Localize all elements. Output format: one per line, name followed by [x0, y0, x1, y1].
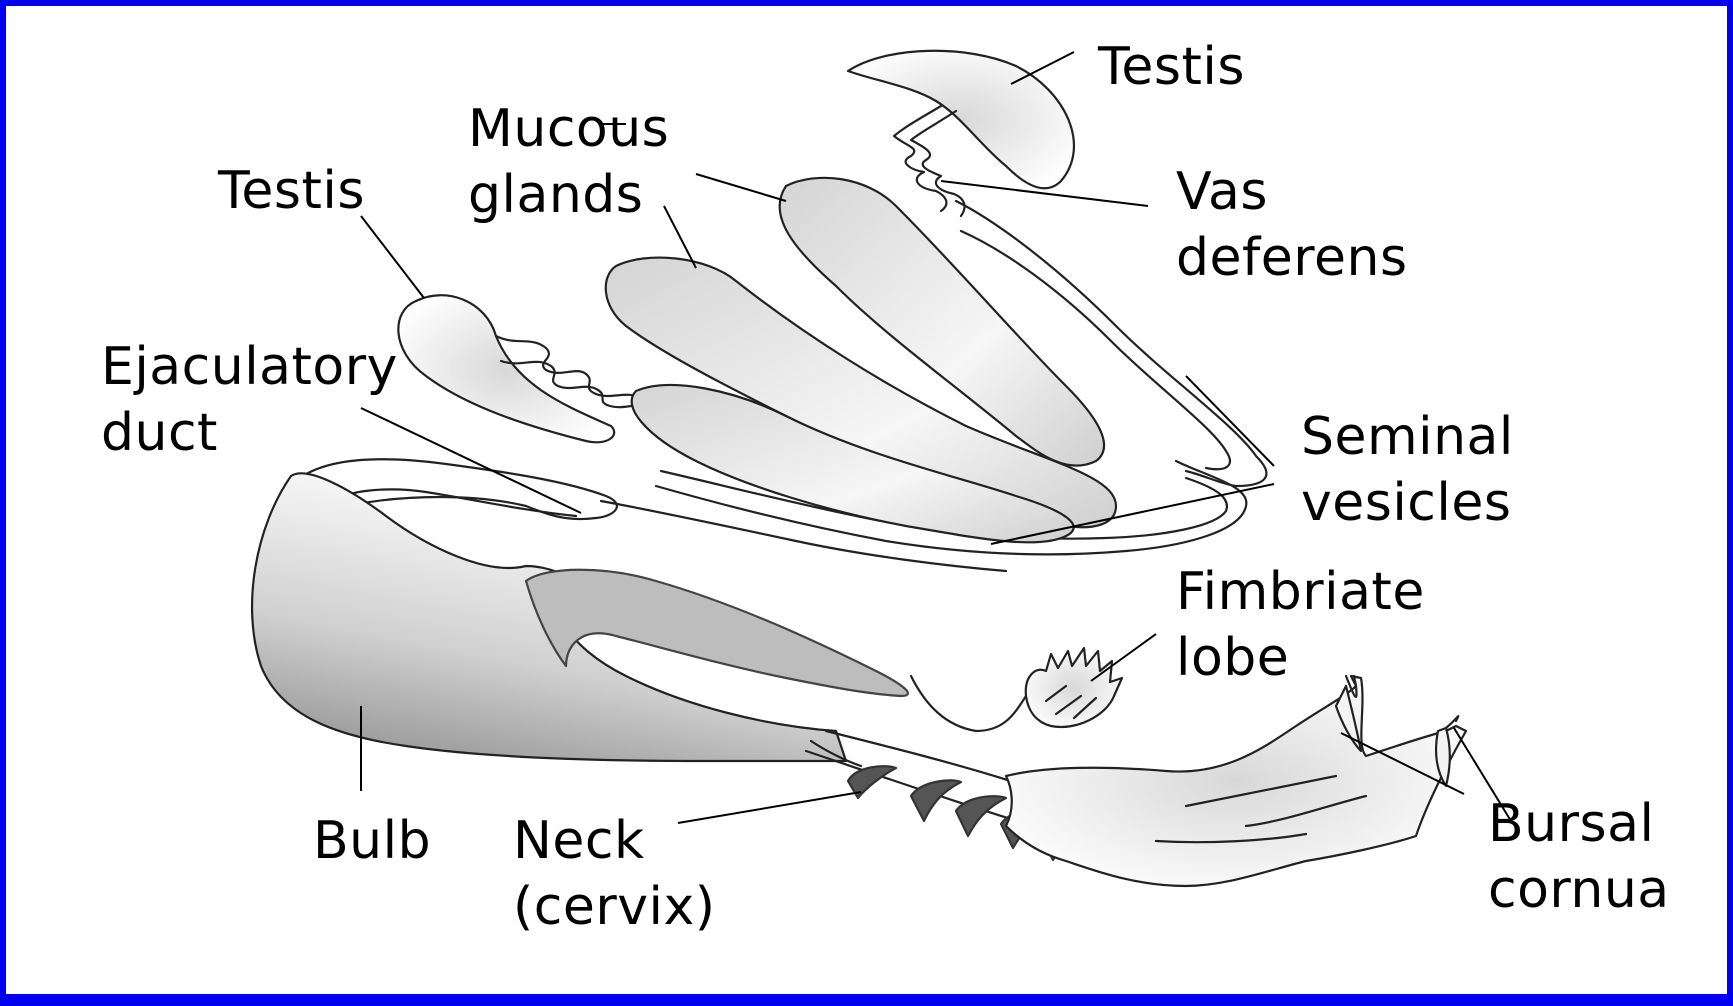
- label-bursal-cornua-line1: Bursal: [1488, 791, 1670, 857]
- label-seminal-vesicles-line1: Seminal: [1301, 404, 1514, 470]
- label-testis-top: Testis: [1098, 34, 1245, 100]
- label-neck-line1: Neck: [513, 808, 716, 874]
- label-neck-line2: (cervix): [513, 874, 716, 940]
- label-bulb: Bulb: [313, 808, 431, 874]
- label-testis-left: Testis: [218, 158, 365, 224]
- label-ejaculatory-duct: Ejaculatory duct: [101, 334, 398, 466]
- label-vas-deferens-line2: deferens: [1176, 225, 1408, 291]
- label-fimbriate-lobe-line1: Fimbriate: [1176, 559, 1425, 625]
- label-seminal-vesicles: Seminal vesicles: [1301, 404, 1514, 536]
- label-seminal-vesicles-line2: vesicles: [1301, 470, 1514, 536]
- label-vas-deferens-line1: Vas: [1176, 159, 1408, 225]
- testis-top-shape: [848, 51, 1074, 188]
- label-bursal-cornua: Bursal cornua: [1488, 791, 1670, 923]
- testis-left-shape: [398, 295, 614, 442]
- label-mucous-glands-line2: glands: [468, 162, 669, 228]
- label-ejaculatory-duct-line2: duct: [101, 400, 398, 466]
- label-neck-cervix: Neck (cervix): [513, 808, 716, 940]
- label-ejaculatory-duct-line1: Ejaculatory: [101, 334, 398, 400]
- label-mucous-glands: Mucous glands: [468, 96, 669, 228]
- label-vas-deferens: Vas deferens: [1176, 159, 1408, 291]
- label-fimbriate-lobe-line2: lobe: [1176, 625, 1425, 691]
- label-bursal-cornua-line2: cornua: [1488, 857, 1670, 923]
- label-mucous-glands-line1: Mucous: [468, 96, 669, 162]
- label-fimbriate-lobe: Fimbriate lobe: [1176, 559, 1425, 691]
- fimbriate-lobe-shape: [1026, 648, 1122, 727]
